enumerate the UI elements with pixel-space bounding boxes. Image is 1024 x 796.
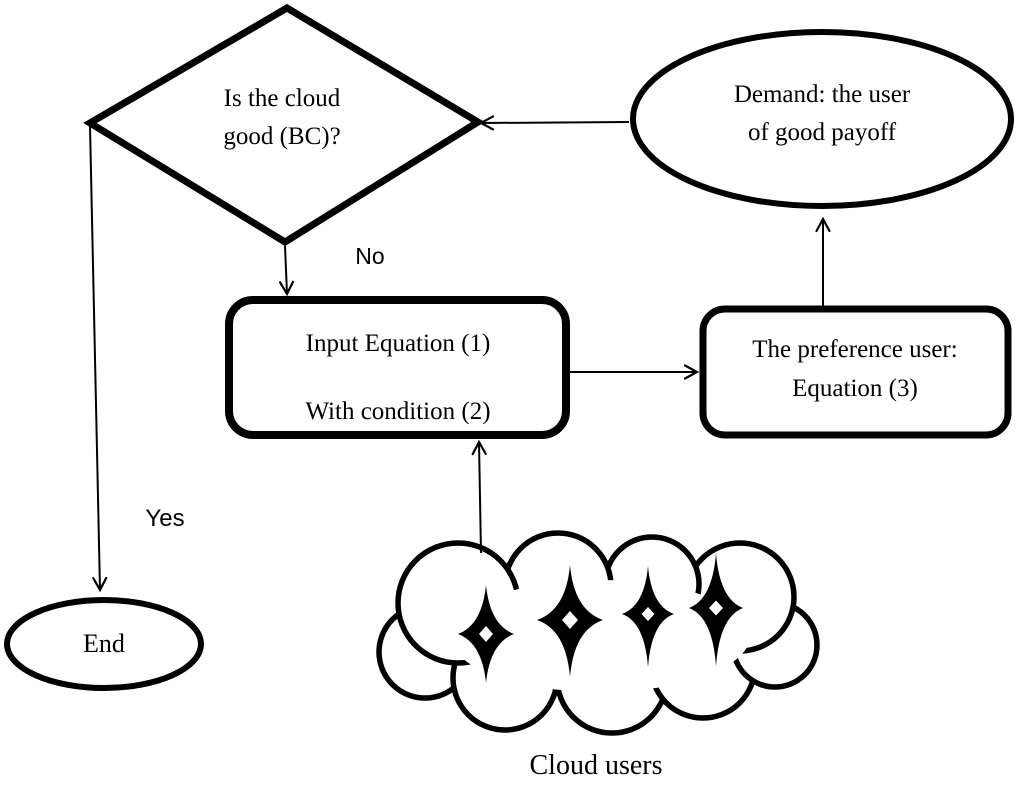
preference-label: The preference user: Equation (3) <box>705 330 1005 408</box>
star-icon <box>458 585 514 683</box>
decision-label: Is the cloud good (BC)? <box>127 80 437 156</box>
edge-label-yes: Yes <box>145 505 185 532</box>
preference-box <box>699 305 1012 439</box>
preference-label-line2: Equation (3) <box>792 375 918 402</box>
demand-label: Demand: the user of good payoff <box>672 76 972 152</box>
edge-demand-to-decision <box>478 115 630 131</box>
star-icon <box>537 565 603 677</box>
input-label: Input Equation (1) With condition (2) <box>248 310 548 446</box>
end-label: End <box>83 629 125 658</box>
star-icon <box>689 553 743 666</box>
decision-label-line2: good (BC)? <box>223 123 341 150</box>
edge-decision-to-input <box>278 245 295 297</box>
input-box <box>225 296 570 439</box>
decision-label-line1: Is the cloud <box>223 85 341 112</box>
demand-ellipse <box>630 29 1014 209</box>
cloud-label: Cloud users <box>529 750 663 781</box>
demand-label-line2: of good payoff <box>747 119 897 146</box>
edge-label-no: No <box>355 243 385 269</box>
edge-cloud-to-input <box>471 439 487 554</box>
cloud-shape <box>376 530 820 736</box>
preference-label-line1: The preference user: <box>752 336 958 363</box>
edge-decision-to-end <box>89 125 108 593</box>
input-label-line2: With condition (2) <box>305 398 491 425</box>
star-icons <box>458 553 743 683</box>
input-label-line1: Input Equation (1) <box>305 330 491 357</box>
demand-label-line1: Demand: the user <box>733 81 911 108</box>
star-icon <box>622 566 674 667</box>
end-ellipse <box>4 597 204 691</box>
decision-diamond <box>83 3 485 247</box>
